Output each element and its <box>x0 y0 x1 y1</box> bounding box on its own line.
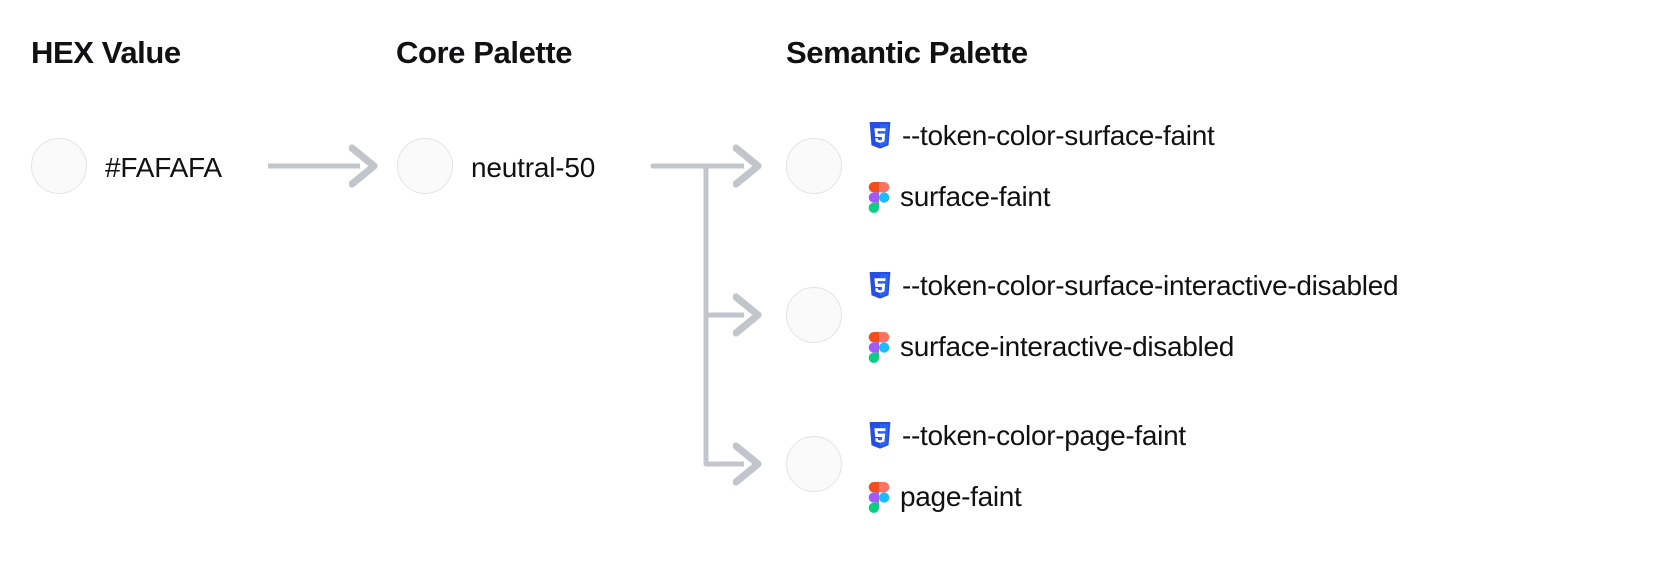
css-token-label: --token-color-page-faint <box>902 420 1186 451</box>
figma-token-label: surface-faint <box>900 181 1051 212</box>
swatch-semantic-surface-faint <box>786 138 842 194</box>
css3-icon <box>868 422 892 450</box>
column-heading-semantic-palette: Semantic Palette <box>786 35 1028 70</box>
swatch-semantic-surface-interactive-disabled <box>786 287 842 343</box>
css-token-row-surface-faint: --token-color-surface-faint <box>868 120 1215 151</box>
css-token-row-surface-interactive-disabled: --token-color-surface-interactive-disabl… <box>868 270 1399 301</box>
hex-value-label: #FAFAFA <box>105 152 222 183</box>
figma-token-row-surface-interactive-disabled: surface-interactive-disabled <box>868 331 1234 363</box>
figma-token-row-surface-faint: surface-faint <box>868 181 1051 213</box>
figma-icon <box>868 481 890 513</box>
css3-icon <box>868 272 892 300</box>
css-token-row-page-faint: --token-color-page-faint <box>868 422 1186 450</box>
connector-trunk-core-to-semantic <box>650 163 709 467</box>
core-palette-label: neutral-50 <box>471 152 596 183</box>
figma-token-label: surface-interactive-disabled <box>900 331 1234 362</box>
css-token-label: --token-color-surface-interactive-disabl… <box>902 270 1399 301</box>
figma-icon <box>868 181 890 213</box>
css-token-label: --token-color-surface-faint <box>902 120 1215 151</box>
figma-token-label: page-faint <box>900 481 1022 512</box>
swatch-core-palette <box>397 138 453 194</box>
column-heading-hex-value: HEX Value <box>31 35 181 70</box>
column-heading-core-palette: Core Palette <box>396 35 573 70</box>
swatch-hex-value <box>31 138 87 194</box>
figma-token-row-page-faint: page-faint <box>868 481 1022 513</box>
css3-icon <box>868 122 892 150</box>
figma-icon <box>868 331 890 363</box>
swatch-semantic-page-faint <box>786 436 842 492</box>
